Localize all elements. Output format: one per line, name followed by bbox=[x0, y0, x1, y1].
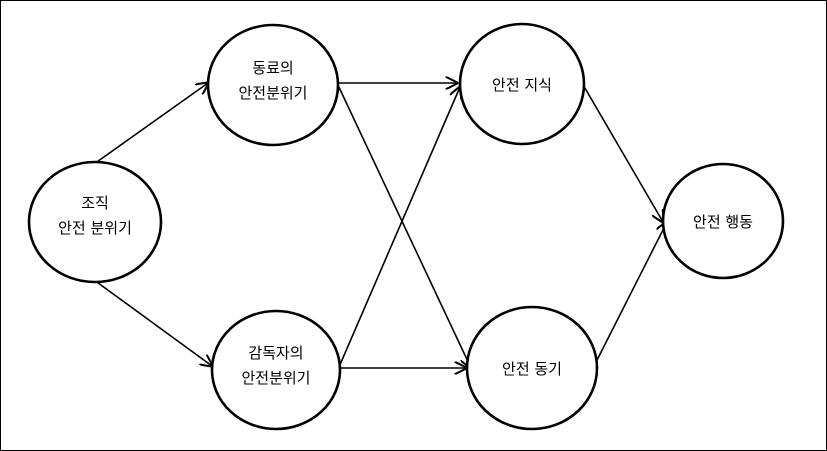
node-safety-knowledge-label: 안전 지식 bbox=[492, 76, 552, 94]
node-safety-behavior-label: 안전 행동 bbox=[693, 213, 753, 231]
edge-org-to-supervisor bbox=[93, 279, 212, 366]
node-safety-motivation-label: 안전 동기 bbox=[502, 360, 562, 378]
edge-supervisor-to-knowledge bbox=[338, 87, 460, 368]
node-org-climate: 조직 안전 분위기 bbox=[27, 160, 163, 284]
node-coworker-climate: 동료의 안전분위기 bbox=[206, 23, 340, 147]
node-supervisor-climate: 감독자의 안전분위기 bbox=[210, 309, 342, 431]
node-org-climate-line2: 안전 분위기 bbox=[58, 219, 132, 237]
node-org-climate-line1: 조직 bbox=[81, 194, 109, 212]
edge-coworker-to-motivation bbox=[336, 82, 471, 368]
edge-knowledge-to-behavior bbox=[581, 82, 663, 222]
node-supervisor-climate-line1: 감독자의 bbox=[248, 344, 303, 362]
node-safety-motivation: 안전 동기 bbox=[465, 305, 599, 431]
node-safety-behavior: 안전 행동 bbox=[661, 162, 785, 280]
edge-motivation-to-behavior bbox=[592, 222, 667, 369]
node-supervisor-climate-line2: 안전분위기 bbox=[241, 369, 310, 387]
node-coworker-climate-line1: 동료의 bbox=[252, 59, 293, 77]
node-safety-knowledge: 안전 지식 bbox=[458, 22, 586, 146]
node-coworker-climate-line2: 안전분위기 bbox=[238, 84, 307, 102]
edge-org-to-coworker bbox=[93, 83, 208, 165]
